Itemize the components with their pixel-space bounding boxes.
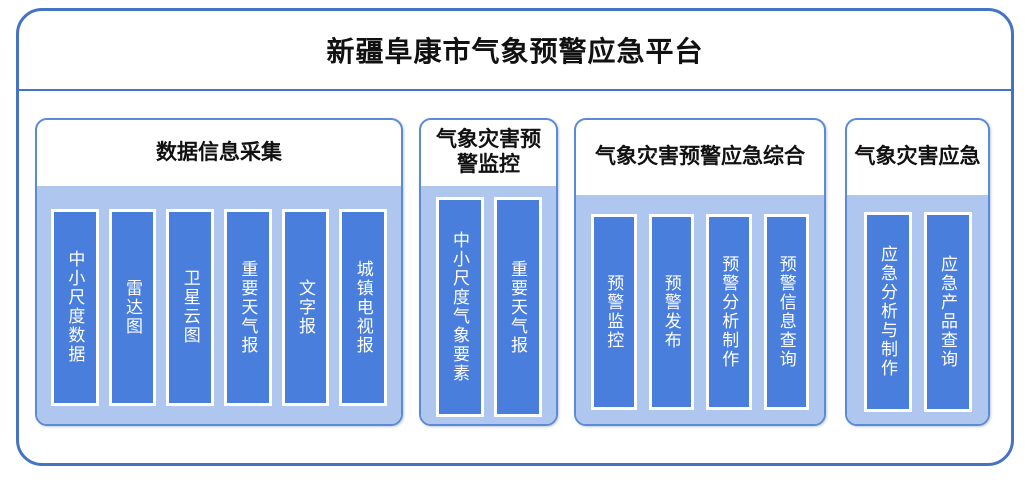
item-warning-release[interactable]: 预警发布: [648, 213, 694, 410]
item-satellite-cloud-image[interactable]: 卫星云图: [166, 208, 214, 406]
group-disaster-warning-monitoring-body: 中小尺度气象要素 重要天气报: [421, 186, 556, 424]
item-text-report[interactable]: 文字报: [281, 208, 330, 406]
group-warning-emergency-integrated[interactable]: 气象灾害预警应急综合 预警监控 预警发布 预警分析制作 预警信息查询: [574, 118, 826, 426]
item-radar-chart[interactable]: 雷达图: [108, 208, 157, 406]
page-title: 新疆阜康市气象预警应急平台: [326, 36, 704, 67]
item-town-tv-report[interactable]: 城镇电视报: [339, 208, 388, 406]
item-warning-monitoring[interactable]: 预警监控: [591, 213, 637, 410]
item-warning-analysis-creation[interactable]: 预警分析制作: [706, 213, 752, 410]
item-important-weather-report[interactable]: 重要天气报: [224, 208, 272, 406]
item-mid-small-scale-met-elements[interactable]: 中小尺度气象要素: [435, 197, 484, 417]
group-data-collection-items: 中小尺度数据 雷达图 卫星云图 重要天气报 文字报 城镇电视报: [46, 186, 392, 424]
item-warning-info-query[interactable]: 预警信息查询: [763, 213, 809, 410]
group-disaster-emergency-title: 气象灾害应急: [854, 145, 981, 169]
group-disaster-warning-monitoring-title: 气象灾害预警监控: [436, 128, 541, 176]
group-disaster-warning-monitoring[interactable]: 气象灾害预警监控 中小尺度气象要素 重要天气报: [419, 118, 558, 426]
item-important-weather-report-2[interactable]: 重要天气报: [493, 197, 542, 417]
title-divider: [19, 89, 1011, 91]
group-warning-emergency-integrated-items: 预警监控 预警发布 预警分析制作 预警信息查询: [585, 195, 815, 424]
item-emergency-analysis-creation[interactable]: 应急分析与制作: [863, 211, 912, 412]
group-disaster-warning-monitoring-items: 中小尺度气象要素 重要天气报: [429, 186, 548, 424]
group-data-collection-body: 中小尺度数据 雷达图 卫星云图 重要天气报 文字报 城镇电视报: [37, 186, 401, 424]
item-emergency-product-query[interactable]: 应急产品查询: [923, 211, 972, 412]
group-warning-emergency-integrated-title: 气象灾害预警应急综合: [595, 145, 805, 169]
group-data-collection[interactable]: 数据信息采集 中小尺度数据 雷达图 卫星云图 重要天气报 文字报 城镇电视报: [35, 118, 403, 426]
group-disaster-emergency[interactable]: 气象灾害应急 应急分析与制作 应急产品查询: [845, 118, 990, 426]
group-disaster-emergency-items: 应急分析与制作 应急产品查询: [855, 195, 980, 424]
item-mid-small-scale-data[interactable]: 中小尺度数据: [50, 208, 99, 406]
group-disaster-emergency-body: 应急分析与制作 应急产品查询: [847, 195, 988, 424]
group-data-collection-title: 数据信息采集: [156, 140, 282, 164]
group-warning-emergency-integrated-body: 预警监控 预警发布 预警分析制作 预警信息查询: [576, 195, 824, 424]
